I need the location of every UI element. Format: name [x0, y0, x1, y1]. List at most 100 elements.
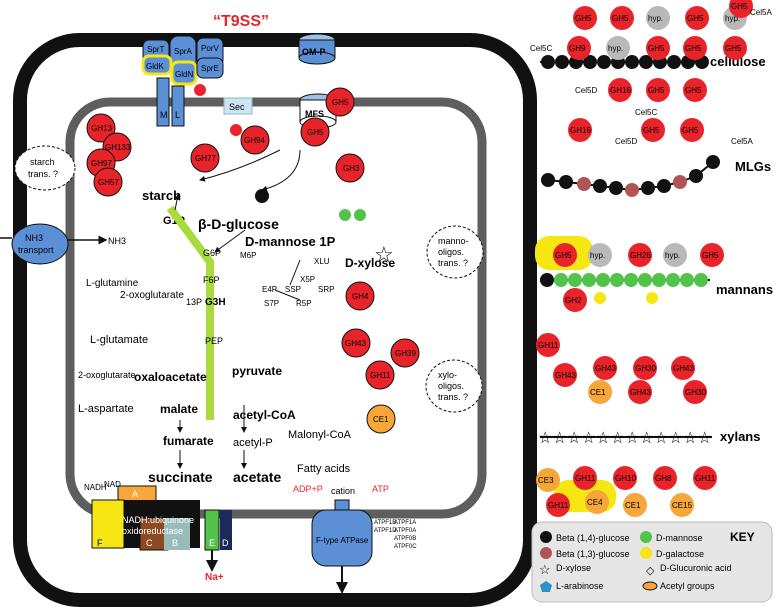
carbohydrate-esterase — [585, 490, 609, 514]
key-item: D-galactose — [656, 549, 704, 559]
gh-enzyme — [653, 466, 677, 490]
gh-enzyme — [683, 78, 707, 102]
gh-enzyme — [546, 493, 570, 517]
glucose-unit — [639, 55, 653, 69]
extracellular-enzyme-label: GH43 — [630, 388, 651, 397]
atpase — [311, 499, 373, 567]
t9ss-part: GldK — [146, 62, 164, 71]
mannose-unit — [638, 273, 652, 287]
t9ss-part: PorV — [201, 44, 219, 53]
gh-enzyme — [680, 118, 704, 142]
extracellular-enzyme-label: hyp. — [725, 14, 740, 23]
svg-text:◇: ◇ — [646, 565, 655, 577]
gh-enzyme — [563, 288, 587, 312]
pathway-arrows — [174, 149, 301, 469]
gh-enzyme — [613, 466, 637, 490]
extracellular-enzyme-label: Cel5D — [615, 137, 637, 146]
extracellular-enzyme-label: GH5 — [685, 44, 702, 53]
complex-subunit: F — [97, 538, 103, 548]
gh-enzyme — [646, 78, 670, 102]
extracellular-enzyme-label: GH43 — [595, 364, 616, 373]
gh-enzyme — [729, 0, 753, 18]
hypothetical-protein — [606, 36, 630, 60]
na-label: Na+ — [205, 572, 224, 583]
secreted-protein — [230, 124, 242, 136]
extracellular-enzyme-label: GH11 — [695, 474, 716, 483]
complex-subunit: C — [146, 538, 153, 548]
key-title: KEY — [730, 530, 755, 544]
extracellular-enzyme-label: GH2 — [565, 296, 582, 305]
gh-enzyme — [628, 380, 652, 404]
glucose-unit — [673, 175, 687, 189]
gh-enzyme — [683, 36, 707, 60]
gh-enzyme — [608, 78, 632, 102]
metabolite-acetate: acetate — [233, 469, 281, 485]
metabolite-l-glutamate: L-glutamate — [90, 334, 148, 346]
complex-subunit: B — [172, 538, 178, 548]
nh3-transporter: NH3 transport — [11, 223, 69, 265]
glucose-unit — [559, 175, 573, 189]
gh-label: GH11 — [370, 371, 391, 380]
xylose-unit: ☆ — [669, 430, 683, 447]
extracellular-enzyme-label: GH5 — [687, 14, 704, 23]
metabolite-starch: starch — [142, 188, 181, 203]
metabolite-d-xylose: D-xylose — [345, 256, 395, 270]
t9ss-part: SprT — [147, 45, 164, 54]
gh-label: GH5 — [332, 98, 349, 107]
extracellular-enzyme-label: GH5 — [612, 14, 629, 23]
substrate-mannans: mannans — [716, 282, 773, 297]
metabolite-fumarate: fumarate — [163, 434, 214, 448]
gh-label: GH133 — [105, 143, 131, 152]
mannose-unit — [568, 273, 582, 287]
mannose-unit — [554, 273, 568, 287]
metabolite-pyruvate: pyruvate — [232, 364, 282, 378]
metabolite-mannose-1p: D-mannose 1P — [245, 234, 336, 249]
xylose-unit: ☆ — [567, 430, 581, 447]
glucose-unit — [706, 155, 720, 169]
metabolite-malonyl-coa: Malonyl-CoA — [288, 429, 352, 441]
metabolite-acetyl-coa: acetyl-CoA — [233, 408, 296, 422]
substrate-mlgs: MLGs — [735, 159, 771, 174]
sec-label: Sec — [229, 102, 245, 112]
gh-enzyme — [341, 281, 420, 434]
key-item: L-arabinose — [556, 581, 604, 591]
carbohydrate-esterase — [623, 493, 647, 517]
gh-label: GH57 — [98, 178, 119, 187]
extracellular-enzyme-label: hyp. — [648, 14, 663, 23]
extracellular-enzyme-label: GH16 — [570, 126, 591, 135]
starch-transporter: starch trans. ? — [14, 145, 76, 191]
extracellular-enzyme-label: GH5 — [725, 44, 742, 53]
mannose-unit — [694, 273, 708, 287]
glucose-unit — [625, 183, 639, 197]
gh-enzyme — [646, 36, 670, 60]
cation-label: cation — [331, 486, 355, 496]
metabolite-beta-glucose: β-D-glucose — [198, 216, 279, 232]
svg-text:NH3: NH3 — [25, 233, 43, 243]
extracellular-enzyme-label: GH5 — [682, 126, 699, 135]
metabolite-l-aspartate: L-aspartate — [78, 403, 134, 415]
t9ss-part: SprA — [174, 47, 192, 56]
glycolysis-pathway — [166, 205, 214, 420]
nad-label: NAD — [104, 480, 121, 489]
secreted-protein — [194, 84, 206, 96]
t9ss-part: M — [160, 110, 168, 120]
extracellular-enzyme-label: hyp. — [590, 251, 605, 260]
metabolite-m6p: M6P — [240, 251, 256, 260]
metabolite-oxaloacetate: oxaloacetate — [134, 370, 207, 384]
gh-label: GH3 — [343, 164, 360, 173]
extracellular-enzyme-label: GH10 — [615, 474, 636, 483]
gh-enzyme — [693, 466, 717, 490]
gh-enzyme — [723, 36, 747, 60]
extracellular-enzyme-label: Cel5C — [530, 44, 552, 53]
gh-enzyme — [683, 380, 707, 404]
glucose-unit — [625, 55, 639, 69]
key-item: D-mannose — [656, 533, 703, 543]
xylose-unit: ☆ — [640, 430, 654, 447]
gh-enzyme — [567, 36, 591, 60]
atp-gene: ATPF0C — [394, 544, 417, 550]
extracellular-enzyme-label: CE15 — [672, 501, 693, 510]
gh-enzyme — [553, 363, 577, 387]
metabolite-nh3: NH3 — [108, 236, 126, 246]
key-legend: KEY Beta (1,4)-glucose D-mannose Beta (1… — [531, 521, 773, 603]
